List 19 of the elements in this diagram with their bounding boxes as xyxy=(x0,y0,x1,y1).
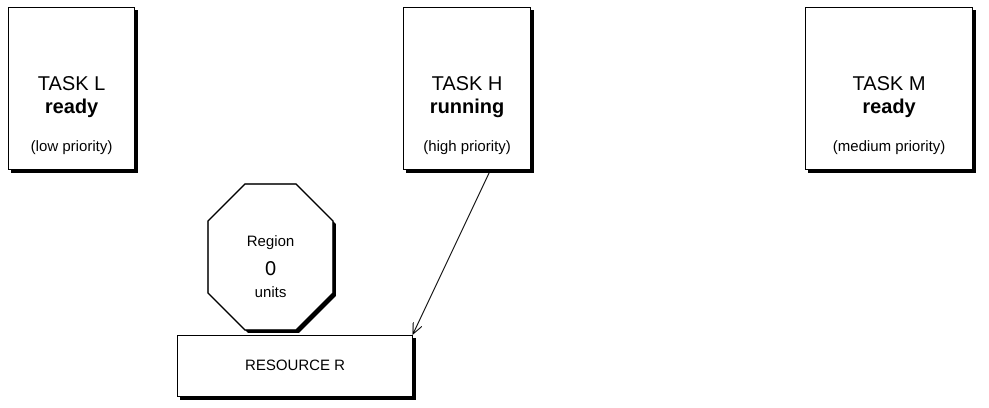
region-octagon xyxy=(207,183,334,331)
task-box xyxy=(8,7,135,170)
task-priority: (medium priority) xyxy=(832,138,946,155)
task-priority: (high priority) xyxy=(422,138,512,155)
task-name: TASK L xyxy=(36,73,106,96)
task-box xyxy=(805,7,973,170)
task-name: TASK H xyxy=(430,73,504,96)
resource-box xyxy=(177,335,413,397)
unit-count: 0 xyxy=(264,258,278,281)
resource-label: RESOURCE R xyxy=(244,357,346,374)
task-box xyxy=(403,7,531,170)
task-state: ready xyxy=(861,96,917,119)
task-priority: (low priority) xyxy=(30,138,114,155)
arrow xyxy=(412,170,490,334)
task-state: ready xyxy=(44,96,100,119)
task-state: running xyxy=(428,96,506,119)
task-name: TASK M xyxy=(852,73,926,96)
region-label: units xyxy=(254,284,288,301)
region-label: Region xyxy=(246,233,296,250)
